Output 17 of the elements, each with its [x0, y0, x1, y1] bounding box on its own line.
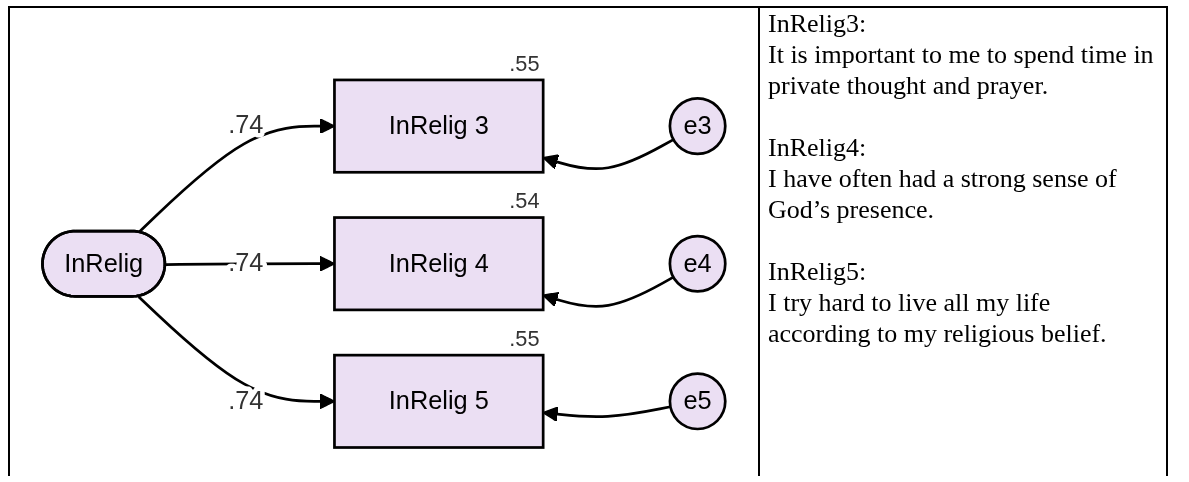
node-box: InRelig 5	[333, 353, 545, 449]
item-description: It is important to me to spend time in private thought and prayer.	[768, 39, 1155, 101]
squared-correlation-label: .55	[509, 326, 540, 352]
squared-correlation-label: .55	[509, 50, 540, 76]
item-heading: InRelig3:	[768, 8, 868, 39]
item-heading: InRelig4:	[768, 132, 868, 163]
item-description: I have often had a strong sense of God’s presence.	[768, 163, 1118, 225]
node-box: InRelig 3	[333, 78, 545, 174]
edge-label: .74	[228, 110, 264, 139]
squared-correlation-label: .54	[509, 188, 540, 214]
item-description: I try hard to live all my life according to my religious belief.	[768, 287, 1108, 349]
edge-label: .74	[228, 385, 264, 414]
node-box: InRelig 4	[333, 216, 545, 312]
node-circle: e4	[668, 234, 727, 293]
item-heading: InRelig5:	[768, 256, 868, 287]
node-circle: e5	[668, 372, 727, 431]
node-circle: e3	[668, 97, 727, 156]
